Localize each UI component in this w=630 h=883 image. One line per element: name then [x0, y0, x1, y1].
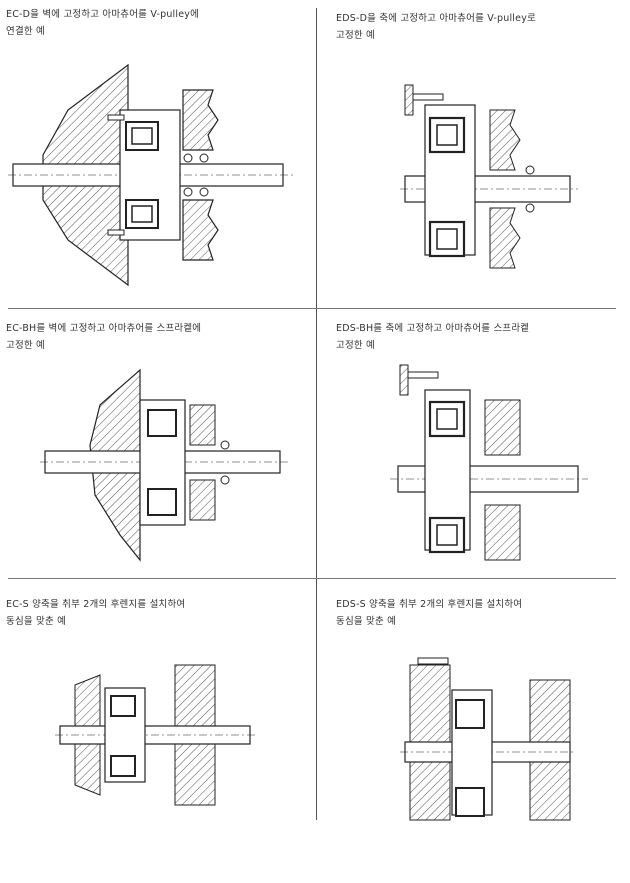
sprocket-upper	[484, 399, 521, 456]
example-eds-bh: EDS-BH를 축에 고정하고 아마츄어를 스프라켙 고정한 예	[336, 320, 630, 354]
sprocket-lower	[484, 504, 521, 561]
diagram-ec-bh	[40, 368, 288, 562]
diagram-eds-s	[400, 657, 575, 821]
v-pulley-upper	[182, 89, 219, 151]
row-divider-2	[8, 578, 616, 579]
caption-line-2: 연결한 예	[6, 26, 45, 37]
caption-line-1: EC-D을 벽에 고정하고 아마츄어를 V-pulley에	[6, 9, 200, 20]
diagram-ec-s	[55, 664, 255, 806]
sprocket-lower	[189, 479, 216, 521]
caption-line-2: 고정한 예	[336, 340, 375, 351]
v-pulley-upper	[489, 109, 521, 171]
sprocket-upper	[189, 404, 216, 446]
example-ec-s: EC-S 양축을 취부 2개의 후렌지를 설치하여 동심을 맞춘 예	[6, 596, 306, 630]
caption-line-1: EDS-BH를 축에 고정하고 아마츄어를 스프라켙	[336, 323, 530, 334]
diagram-ec-d	[8, 63, 293, 287]
v-pulley-lower	[182, 199, 219, 261]
diagram-eds-d	[400, 84, 578, 269]
caption-line-2: 고정한 예	[6, 340, 45, 351]
v-pulley-lower	[489, 207, 521, 269]
example-eds-d: EDS-D을 축에 고정하고 아마츄어를 V-pulley로 고정한 예	[336, 10, 630, 44]
caption-line-2: 고정한 예	[336, 30, 375, 41]
example-ec-d: EC-D을 벽에 고정하고 아마츄어를 V-pulley에 연결한 예	[6, 6, 306, 40]
row-divider-1	[8, 308, 616, 309]
column-divider	[316, 8, 317, 820]
caption-line-2: 동심을 맞춘 예	[6, 616, 67, 627]
example-eds-s: EDS-S 양축을 취부 2개의 후렌지를 설치하여 동심을 맞춘 예	[336, 596, 630, 630]
diagram-eds-bh	[390, 364, 588, 561]
caption-line-1: EDS-S 양축을 취부 2개의 후렌지를 설치하여	[336, 599, 523, 610]
caption-line-2: 동심을 맞춘 예	[336, 616, 397, 627]
caption-line-1: EDS-D을 축에 고정하고 아마츄어를 V-pulley로	[336, 13, 536, 24]
caption-line-1: EC-BH를 벽에 고정하고 아마츄어를 스프라켙에	[6, 323, 202, 334]
example-ec-bh: EC-BH를 벽에 고정하고 아마츄어를 스프라켙에 고정한 예	[6, 320, 306, 354]
caption-line-1: EC-S 양축을 취부 2개의 후렌지를 설치하여	[6, 599, 186, 610]
